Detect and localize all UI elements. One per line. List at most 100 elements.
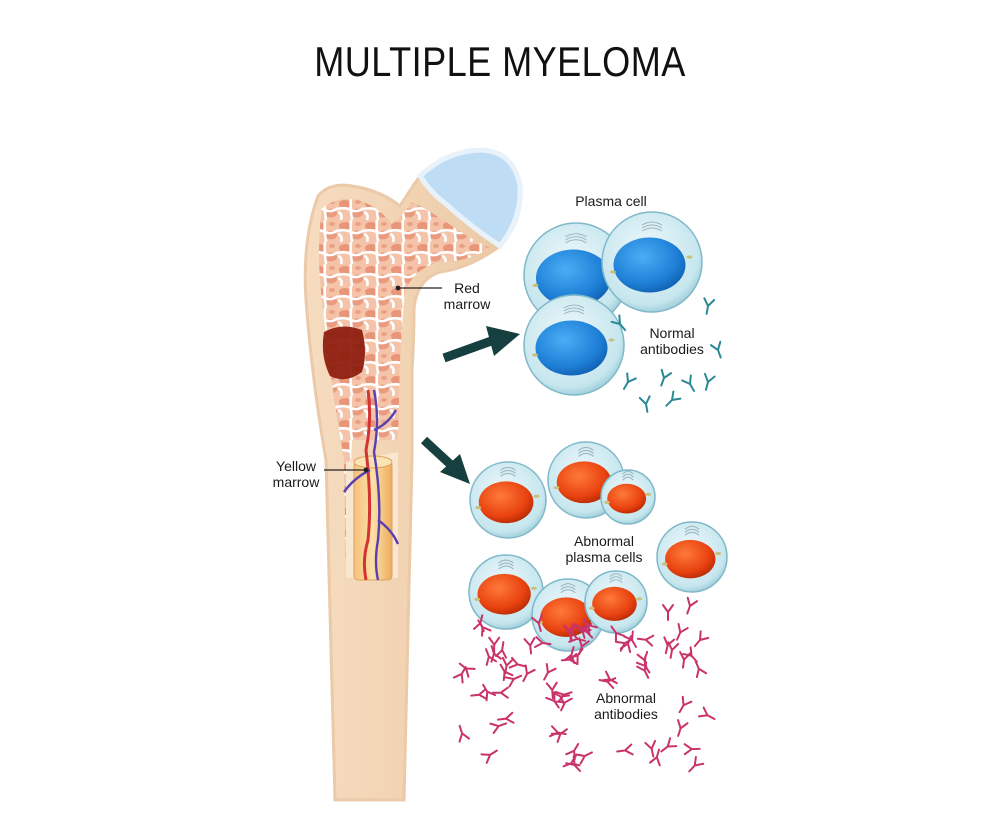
normal-antibody-icon xyxy=(665,390,682,407)
abnormal-antibody-icon xyxy=(489,722,508,735)
yellow-marrow-tube xyxy=(353,461,393,581)
yellow-marrow-top xyxy=(353,455,393,469)
abnormal-antibody-icon xyxy=(679,651,691,669)
normal-antibodies-label-line2: antibodies xyxy=(640,341,704,357)
abnormal-antibody-icon xyxy=(531,614,543,632)
abnormal-antibodies-label: Abnormal antibodies xyxy=(586,690,666,722)
abnormal-antibody-icon xyxy=(543,662,557,681)
plasma-cell-label: Plasma cell xyxy=(566,193,656,209)
abnormal-antibody-icon xyxy=(677,719,689,737)
abnormal-antibody-icon xyxy=(682,646,698,663)
normal-antibody-icon xyxy=(660,368,673,387)
abnormal-antibody-icon xyxy=(491,686,509,699)
abnormal-plasma-cell xyxy=(469,461,547,539)
abnormal-antibody-icon xyxy=(501,656,514,675)
yellow-marrow-label: Yellow marrow xyxy=(266,458,326,490)
femur-bone xyxy=(303,147,523,802)
abnormal-antibody-icon xyxy=(480,749,498,764)
abnormal-antibody-icon xyxy=(565,755,581,773)
normal-antibody-icon xyxy=(610,314,627,332)
abnormal-antibody-icon xyxy=(582,618,598,635)
abnormal-antibody-icon xyxy=(458,724,471,743)
abnormal-plasma-cells xyxy=(468,441,728,652)
abnormal-antibody-icon xyxy=(636,634,655,647)
blood-vessel-blue xyxy=(343,389,400,581)
abnormal-antibody-icon xyxy=(683,743,701,756)
abnormal-antibody-icon xyxy=(495,641,507,659)
tumor xyxy=(322,326,365,380)
abnormal-antibody-icon xyxy=(568,631,586,643)
abnormal-antibody-icon xyxy=(616,743,634,756)
red-marrow-label-line1: Red xyxy=(454,280,480,296)
normal-plasma-cell xyxy=(601,211,703,313)
abnormal-plasma-cell xyxy=(656,521,728,593)
abnormal-antibody-icon xyxy=(523,637,536,655)
abnormal-antibody-icon xyxy=(686,596,699,615)
normal-antibody-icon xyxy=(681,374,695,392)
abnormal-antibody-icon xyxy=(499,663,514,682)
abnormal-antibody-icon xyxy=(485,648,498,666)
abnormal-antibodies-label-line2: antibodies xyxy=(594,706,658,722)
yellow-marrow-label-line2: marrow xyxy=(272,474,320,490)
abnormal-antibody-icon xyxy=(676,623,689,641)
abnormal-antibody-icon xyxy=(694,660,708,679)
abnormal-antibody-icon xyxy=(554,690,573,703)
red-marrow-dot xyxy=(395,285,401,291)
abnormal-antibody-icon xyxy=(574,623,592,639)
red-marrow-label: Red marrow xyxy=(442,280,492,312)
abnormal-plasma-cells-label-line1: Abnormal xyxy=(574,533,634,549)
normal-antibodies-label: Normal antibodies xyxy=(632,325,712,357)
spongy-bone xyxy=(319,199,490,580)
abnormal-antibody-icon xyxy=(452,666,467,684)
plasma-cell-label-text: Plasma cell xyxy=(575,193,647,209)
normal-plasma-cell xyxy=(523,294,625,396)
abnormal-antibody-icon xyxy=(644,739,657,758)
abnormal-plasma-cells-label: Abnormal plasma cells xyxy=(554,533,654,565)
abnormal-antibody-icon xyxy=(562,622,575,641)
abnormal-antibody-icon xyxy=(660,737,678,753)
arrow-icon xyxy=(420,436,470,484)
abnormal-antibody-icon xyxy=(482,683,497,702)
abnormal-antibodies-group xyxy=(452,596,716,773)
yellow-marrow-dot xyxy=(363,467,369,473)
blood-vessel-red xyxy=(362,389,372,581)
abnormal-antibody-icon xyxy=(678,695,693,714)
abnormal-antibody-icon xyxy=(497,711,515,724)
abnormal-plasma-cell xyxy=(600,469,656,525)
normal-antibody-icon xyxy=(703,372,716,391)
abnormal-antibody-icon xyxy=(693,630,710,648)
abnormal-antibody-icon xyxy=(488,636,501,654)
abnormal-antibody-icon xyxy=(522,664,536,683)
abnormal-antibody-icon xyxy=(697,706,716,721)
normal-antibody-icon xyxy=(709,340,722,359)
abnormal-antibody-icon xyxy=(575,751,593,765)
abnormal-antibody-icon xyxy=(623,630,637,648)
page-title: MULTIPLE MYELOMA xyxy=(314,38,686,85)
abnormal-antibodies-label-line1: Abnormal xyxy=(596,690,656,706)
normal-antibody-icon xyxy=(623,372,637,390)
abnormal-plasma-cell xyxy=(584,570,648,634)
normal-antibodies-label-line1: Normal xyxy=(649,325,695,341)
abnormal-antibody-icon xyxy=(688,755,705,773)
abnormal-plasma-cells-label-line2: plasma cells xyxy=(565,549,643,565)
abnormal-antibody-icon xyxy=(662,604,674,621)
normal-plasma-cell xyxy=(523,222,629,328)
normal-antibodies-group xyxy=(610,297,722,413)
abnormal-antibody-icon xyxy=(545,681,558,700)
arrow-icon xyxy=(442,326,520,363)
abnormal-antibody-icon xyxy=(615,638,633,652)
abnormal-antibody-icon xyxy=(667,641,680,659)
cartilage-cap xyxy=(416,147,523,250)
normal-antibody-icon xyxy=(703,297,716,315)
abnormal-antibody-icon xyxy=(470,688,488,701)
abnormal-antibody-icon xyxy=(560,653,579,665)
abnormal-antibody-icon xyxy=(473,614,485,633)
abnormal-antibody-icon xyxy=(649,748,661,767)
abnormal-antibody-icon xyxy=(635,656,651,674)
normal-antibody-icon xyxy=(638,395,651,413)
abnormal-antibody-icon xyxy=(504,674,523,688)
normal-plasma-cells xyxy=(523,211,703,396)
abnormal-antibody-icon xyxy=(533,636,552,649)
